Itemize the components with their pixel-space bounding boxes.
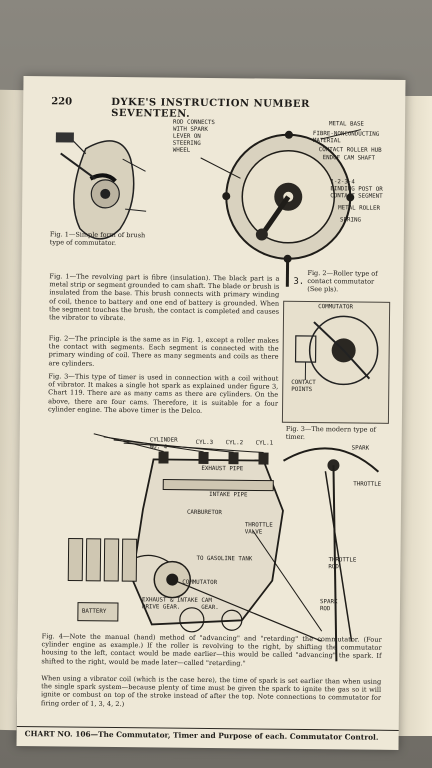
label-binding-post: 1-2-3-4 BINDING POST OR CONTACT SEGMENT	[330, 179, 383, 200]
label-exhaust-pipe: EXHAUST PIPE	[201, 465, 244, 473]
paragraph-fig3: Fig. 3—This type of timer is used in con…	[47, 372, 279, 415]
label-spark-rod: SPARK ROD	[319, 599, 338, 613]
label-fibre: FIBRE-NONCONDUCTING MATERIAL	[312, 131, 380, 145]
label-contact-points: CONTACT POINTS	[291, 379, 316, 394]
label-throttle-rod: THROTTLE ROD	[328, 557, 357, 571]
label-cyl1: CYL.1	[255, 440, 274, 447]
paragraph-vibrator-coil: When using a vibrator coil (which is the…	[40, 674, 382, 708]
label-commutator-fig3: COMMUTATOR	[318, 304, 354, 311]
label-commutator: COMMUTATOR	[182, 579, 218, 587]
figure-2-drawing	[200, 129, 362, 287]
book-page: 220 DYKE'S INSTRUCTION NUMBER SEVENTEEN.…	[16, 76, 406, 750]
label-spark: SPARK	[351, 445, 370, 452]
label-throttle-lever: THROTTLE	[353, 481, 382, 488]
label-intake-pipe: INTAKE PIPE	[209, 491, 248, 499]
label-gasoline-tank: TO GASOLINE TANK	[196, 555, 253, 563]
page-number: 220	[51, 96, 73, 108]
figure-1: Fig. 1—Simple form of brush type of comm…	[50, 118, 152, 269]
label-spring: SPRING	[339, 217, 362, 224]
label-cam-gears: EXHAUST & INTAKE CAM DRIVE GEAR. GEAR.	[141, 597, 219, 612]
label-throttle-valve: THROTTLE VALVE	[244, 522, 273, 536]
label-endof-cam: ENDOF CAM SHAFT	[322, 155, 376, 162]
label-carburetor: CARBURETOR	[186, 509, 222, 517]
label-battery: BATTERY	[81, 608, 107, 615]
label-metal-roller: METAL ROLLER	[338, 205, 381, 212]
figure-1-drawing	[55, 132, 147, 240]
figure-3-drawing	[294, 315, 379, 386]
figure-2: ROD CONNECTS WITH SPARK LEVER ON STEERIN…	[169, 118, 383, 300]
figure-1-caption: Fig. 1—Simple form of brush type of comm…	[49, 230, 146, 247]
figure-4: CYLINDER NO. 4 CYL.3 CYL.2 CYL.1 EXHAUST…	[31, 428, 388, 690]
page-header: 220 DYKE'S INSTRUCTION NUMBER SEVENTEEN.	[51, 96, 379, 119]
figure-2-caption: Fig. 2—Roller type of contact commutator…	[307, 269, 378, 294]
label-cylinder: CYLINDER NO. 4	[149, 437, 178, 451]
paragraph-fig1: Fig. 1—The revolving part is fibre (insu…	[48, 272, 280, 323]
label-num-3: 3.	[293, 276, 305, 287]
label-cyl2: CYL.2	[225, 440, 244, 447]
label-contact-roller: CONTACT ROLLER HUB	[318, 147, 382, 154]
figure-3: COMMUTATOR CONTACT POINTS	[281, 300, 391, 424]
label-spark-lever: ROD CONNECTS WITH SPARK LEVER ON STEERIN…	[172, 119, 215, 154]
label-cyl3: CYL.3	[195, 439, 214, 447]
paragraph-fig2: Fig. 2—The principle is the same as in F…	[48, 334, 279, 368]
label-metal-base: METAL BASE	[328, 121, 364, 128]
chart-footer: CHART NO. 106—The Commutator, Timer and …	[16, 725, 406, 748]
paragraph-fig4: Fig. 4—Note the manual (hand) method of …	[41, 632, 382, 667]
figure-4-drawing	[67, 433, 380, 662]
